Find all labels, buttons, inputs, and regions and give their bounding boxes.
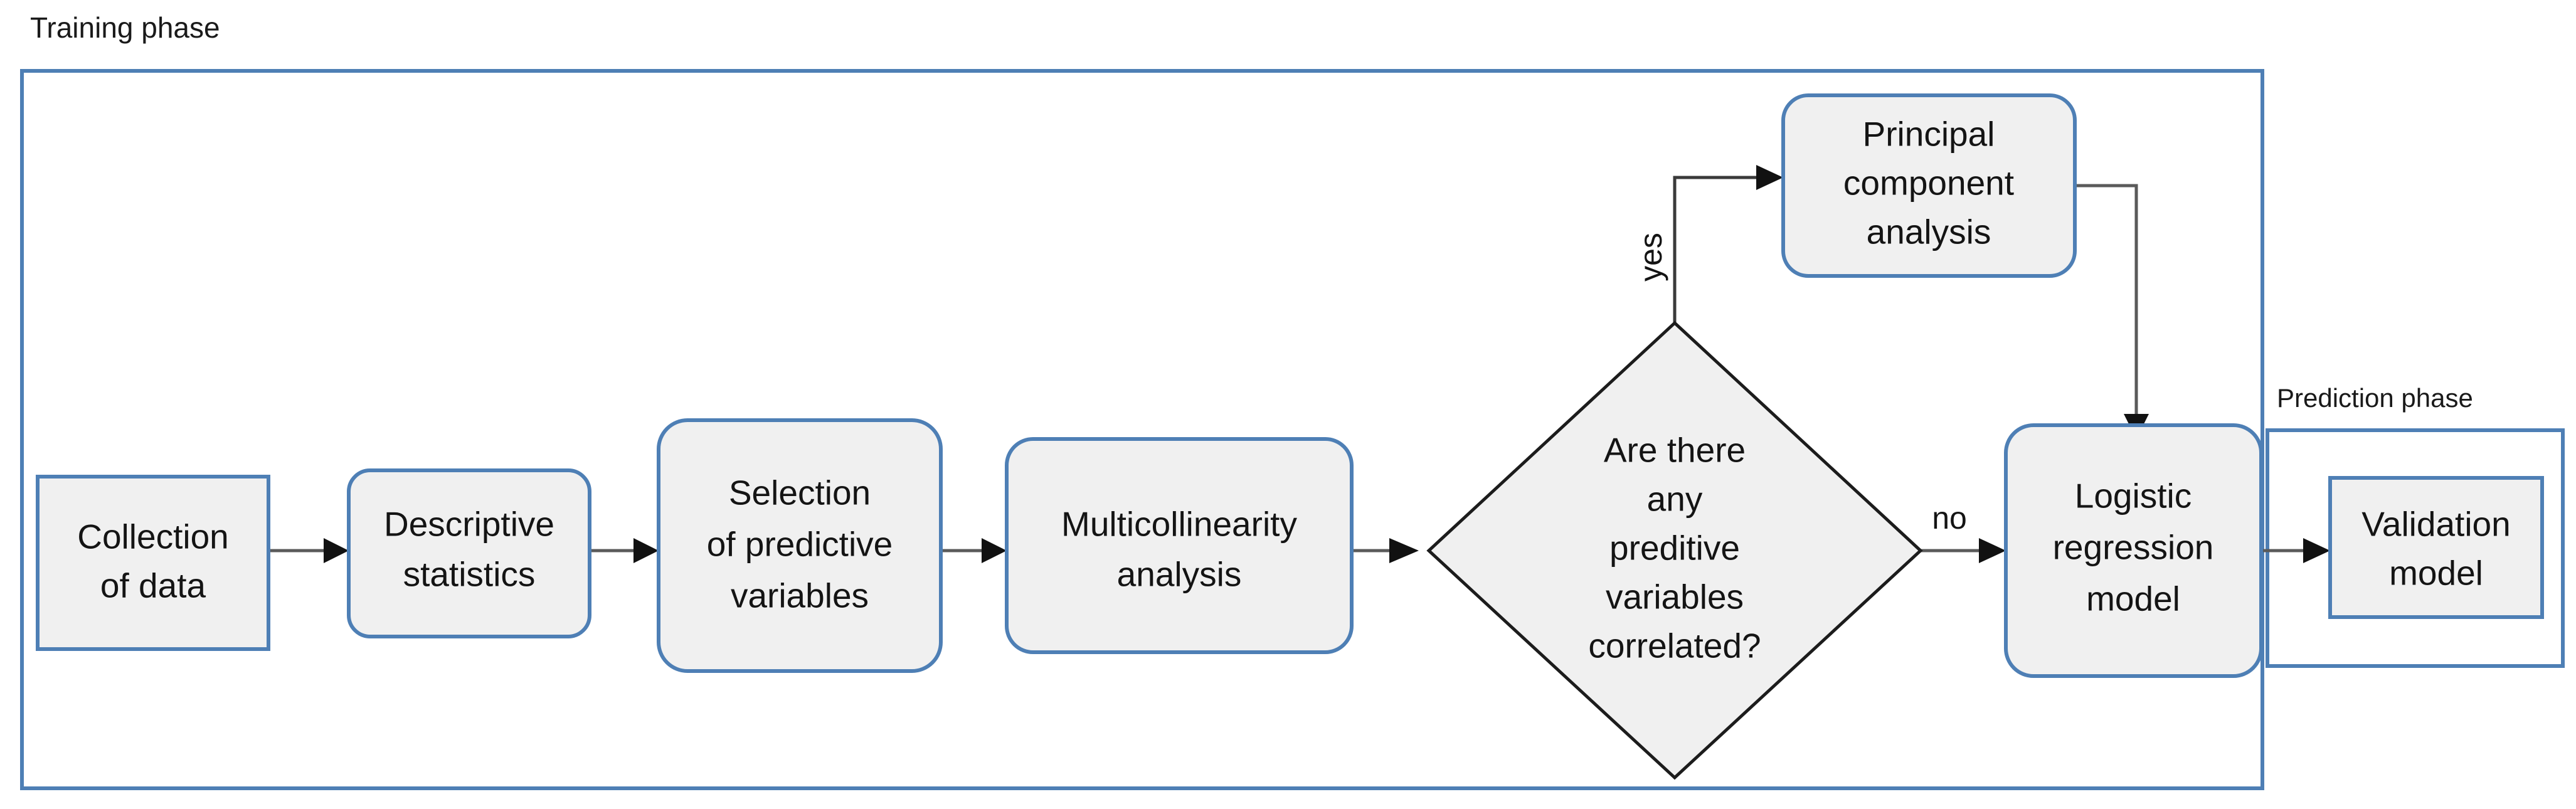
training-phase-label: Training phase bbox=[30, 11, 220, 44]
node-descriptive-line-1: Descriptive bbox=[384, 505, 554, 544]
node-decision-line-3: preditive bbox=[1609, 529, 1740, 568]
edge-pca-to-logistic bbox=[2075, 184, 2149, 439]
edge-label-yes: yes bbox=[1633, 233, 1668, 282]
node-selection-line-3: variables bbox=[731, 576, 869, 615]
node-collection-line-1: Collection bbox=[77, 517, 229, 556]
prediction-phase-frame bbox=[2266, 428, 2565, 668]
node-logistic-line-2: regression bbox=[2053, 528, 2214, 567]
edge-collection-to-descriptive bbox=[268, 538, 349, 563]
node-principal-component-analysis[interactable]: Principal component analysis bbox=[1781, 93, 2077, 278]
node-descriptive-line-2: statistics bbox=[403, 555, 536, 594]
node-pca-line-2: component bbox=[1843, 164, 2014, 203]
edge-decision-no-to-logistic bbox=[1921, 538, 2006, 563]
node-pca-line-1: Principal bbox=[1863, 115, 1995, 154]
node-decision-line-4: variables bbox=[1606, 578, 1744, 616]
node-validation-model[interactable]: Validation model bbox=[2328, 476, 2544, 619]
edge-decision-yes-to-pca bbox=[1673, 165, 1783, 323]
node-decision-are-variables-correlated[interactable]: Are there any preditive variables correl… bbox=[1426, 320, 1923, 780]
node-collection-of-data[interactable]: Collection of data bbox=[36, 475, 270, 651]
node-selection-line-2: of predictive bbox=[707, 525, 893, 564]
node-decision-line-2: any bbox=[1647, 480, 1703, 519]
edge-multicollinearity-to-decision bbox=[1352, 538, 1419, 563]
node-logistic-regression-model[interactable]: Logistic regression model bbox=[2004, 423, 2263, 678]
prediction-phase-label: Prediction phase bbox=[2277, 383, 2473, 413]
node-descriptive-statistics[interactable]: Descriptive statistics bbox=[347, 468, 591, 638]
node-logistic-line-1: Logistic bbox=[2075, 477, 2192, 516]
node-pca-line-3: analysis bbox=[1867, 213, 1991, 251]
node-multicollinearity-line-1: Multicollinearity bbox=[1061, 505, 1297, 544]
node-validation-line-2: model bbox=[2389, 554, 2483, 593]
node-selection-line-1: Selection bbox=[729, 473, 871, 512]
node-decision-line-5: correlated? bbox=[1588, 627, 1761, 665]
node-selection-of-predictive-variables[interactable]: Selection of predictive variables bbox=[657, 418, 943, 673]
node-decision-line-1: Are there bbox=[1604, 431, 1746, 470]
edge-logistic-to-validation bbox=[2261, 538, 2330, 563]
edge-selection-to-multicollinearity bbox=[941, 538, 1007, 563]
node-multicollinearity-analysis[interactable]: Multicollinearity analysis bbox=[1005, 437, 1354, 654]
edge-descriptive-to-selection bbox=[590, 538, 659, 563]
edge-label-no: no bbox=[1932, 500, 1967, 536]
node-validation-line-1: Validation bbox=[2361, 505, 2510, 544]
node-collection-line-2: of data bbox=[100, 566, 206, 605]
training-phase-frame bbox=[20, 69, 2264, 790]
node-multicollinearity-line-2: analysis bbox=[1117, 555, 1242, 594]
node-logistic-line-3: model bbox=[2086, 579, 2180, 618]
